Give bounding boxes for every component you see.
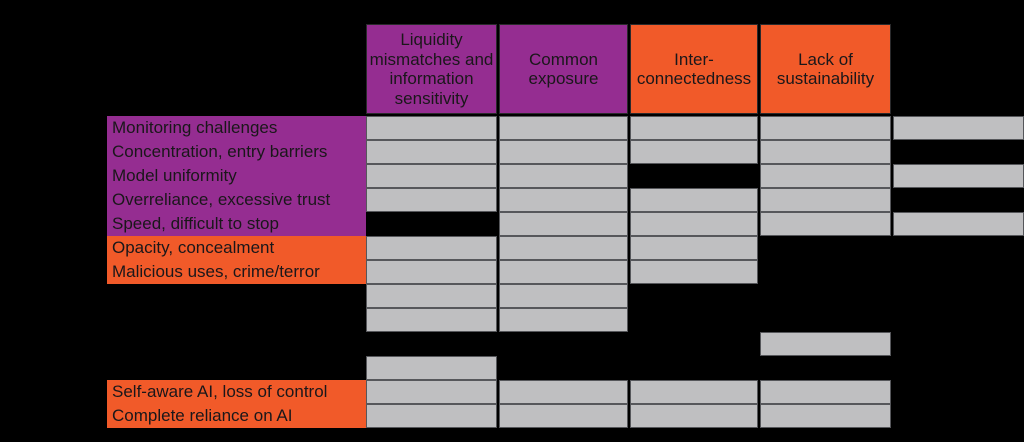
matrix-cell-r12-c3	[630, 380, 758, 404]
matrix-cell-r4-c3	[630, 188, 758, 212]
matrix-cell-r13-c2	[499, 404, 628, 428]
matrix-cell-r3-c4	[760, 164, 891, 188]
row-label-speed-difficult-to-stop: Speed, difficult to stop	[112, 214, 279, 233]
matrix-cell-r13-c1	[366, 404, 497, 428]
matrix-cell-r1-c2	[499, 116, 628, 140]
matrix-cell-r4-c4	[760, 188, 891, 212]
matrix-cell-r7-c3	[630, 260, 758, 284]
matrix-cell-r13-c4	[760, 404, 891, 428]
matrix-cell-r6-c1	[366, 236, 497, 260]
row-label-opacity-concealment: Opacity, concealment	[112, 238, 275, 257]
matrix-cell-r4-c2	[499, 188, 628, 212]
column-header-lack-of-sustainability: Lack of sustainability	[760, 24, 891, 114]
matrix-cell-r1-c3	[630, 116, 758, 140]
matrix-cell-r1-c5	[893, 116, 1024, 140]
matrix-cell-r8-c1	[366, 284, 497, 308]
row-label-group-orange-bottom: Self-aware AI, loss of control Complete …	[107, 380, 366, 428]
column-header-liquidity-mismatches: Liquidity mismatches and information sen…	[366, 24, 497, 114]
matrix-cell-r1-c4	[760, 116, 891, 140]
matrix-cell-r5-c2	[499, 212, 628, 236]
matrix-cell-r6-c3	[630, 236, 758, 260]
row-label-monitoring-challenges: Monitoring challenges	[112, 118, 278, 137]
matrix-cell-r2-c4	[760, 140, 891, 164]
row-label-group-purple: Monitoring challenges Concentration, ent…	[107, 116, 366, 236]
matrix-cell-r3-c2	[499, 164, 628, 188]
matrix-cell-r12-c4	[760, 380, 891, 404]
matrix-cell-r3-c5	[893, 164, 1024, 188]
matrix-cell-r5-c4	[760, 212, 891, 236]
row-label-group-orange-top: Opacity, concealment Malicious uses, cri…	[107, 236, 366, 284]
matrix-cell-r9-c2	[499, 308, 628, 332]
row-label-concentration-entry-barriers: Concentration, entry barriers	[112, 142, 328, 161]
row-label-self-aware-ai-loss-of-control: Self-aware AI, loss of control	[112, 382, 328, 401]
matrix-cell-r11-c1	[366, 356, 497, 380]
row-label-overreliance-excessive-trust: Overreliance, excessive trust	[112, 190, 331, 209]
matrix-cell-r12-c2	[499, 380, 628, 404]
row-label-complete-reliance-on-ai: Complete reliance on AI	[112, 406, 293, 425]
matrix-cell-r3-c1	[366, 164, 497, 188]
matrix-cell-r2-c1	[366, 140, 497, 164]
row-label-model-uniformity: Model uniformity	[112, 166, 237, 185]
matrix-cell-r6-c2	[499, 236, 628, 260]
column-header-common-exposure: Common exposure	[499, 24, 628, 114]
matrix-cell-r7-c1	[366, 260, 497, 284]
matrix-cell-r8-c2	[499, 284, 628, 308]
matrix-cell-r10-c4	[760, 332, 891, 356]
matrix-cell-r2-c2	[499, 140, 628, 164]
row-label-malicious-uses-crime-terror: Malicious uses, crime/terror	[112, 262, 320, 281]
matrix-cell-r9-c1	[366, 308, 497, 332]
matrix-cell-r2-c3	[630, 140, 758, 164]
matrix-cell-r5-c5	[893, 212, 1024, 236]
matrix-cell-r12-c1	[366, 380, 497, 404]
matrix-cell-r5-c3	[630, 212, 758, 236]
matrix-cell-r7-c2	[499, 260, 628, 284]
matrix-cell-r13-c3	[630, 404, 758, 428]
matrix-cell-r4-c1	[366, 188, 497, 212]
column-header-interconnectedness: Inter- connectedness	[630, 24, 758, 114]
matrix-cell-r1-c1	[366, 116, 497, 140]
